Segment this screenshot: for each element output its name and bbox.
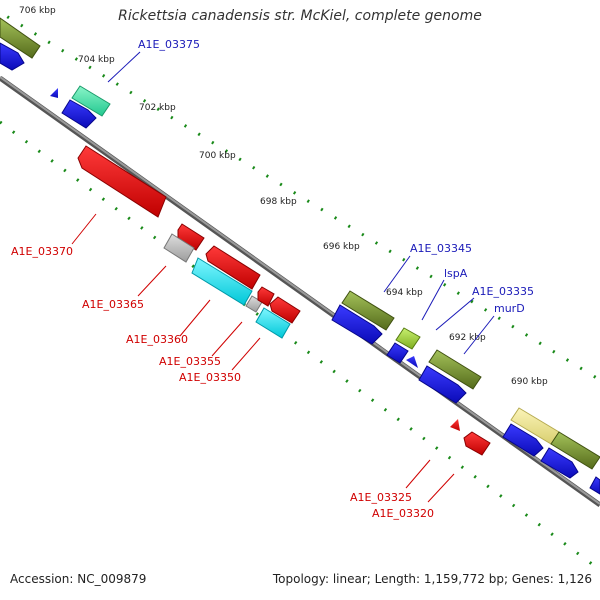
topology-summary: Topology: linear; Length: 1,159,772 bp; …	[272, 572, 592, 586]
gene-label[interactable]: A1E_03355	[159, 355, 221, 368]
gene-label[interactable]: A1E_03370	[11, 245, 73, 258]
tick-label-704: 704 kbp	[78, 55, 115, 65]
blue-cds-arrow[interactable]	[589, 476, 600, 495]
tick-label-696: 696 kbp	[323, 242, 360, 252]
gene-label[interactable]: A1E_03375	[138, 38, 200, 51]
cyan-feature[interactable]	[191, 257, 253, 306]
blue-cds-arrow[interactable]	[406, 356, 418, 368]
red-cds-arrow[interactable]	[77, 145, 167, 218]
gene-label[interactable]: A1E_03335	[472, 285, 534, 298]
blue-cds-arrow[interactable]	[50, 88, 58, 98]
reverse-cds	[77, 145, 491, 456]
scale-ticks: 706 kbp 704 kbp 702 kbp 700 kbp 698 kbp …	[19, 6, 548, 387]
gene-label[interactable]: A1E_03320	[372, 507, 434, 520]
leader-lines	[71, 51, 495, 503]
gene-label[interactable]: lspA	[444, 267, 468, 280]
dotted-track-lower	[0, 120, 600, 572]
blue-cds-arrow[interactable]	[386, 342, 409, 364]
accession-label: Accession: NC_009879	[10, 572, 147, 586]
olive-feature[interactable]	[550, 431, 600, 470]
olive-feature[interactable]	[341, 290, 395, 331]
forward-cds	[0, 42, 600, 495]
cyan-feature[interactable]	[255, 307, 291, 339]
tick-label-702: 702 kbp	[139, 103, 176, 113]
red-cds-arrow[interactable]	[257, 286, 275, 307]
tick-label-706: 706 kbp	[19, 6, 56, 16]
aquamarine-feature[interactable]	[71, 85, 111, 117]
tick-label-694: 694 kbp	[386, 288, 423, 298]
blue-cds-arrow[interactable]	[540, 447, 579, 479]
gene-label[interactable]: A1E_03325	[350, 491, 412, 504]
gray-feature[interactable]	[163, 233, 195, 263]
tick-label-700: 700 kbp	[199, 151, 236, 161]
gene-label[interactable]: murD	[494, 302, 525, 315]
blue-cds-arrow[interactable]	[331, 304, 383, 345]
gene-label[interactable]: A1E_03345	[410, 242, 472, 255]
tick-label-690: 690 kbp	[511, 377, 548, 387]
olive-feature[interactable]	[428, 349, 482, 390]
map-title: Rickettsia canadensis str. McKiel, compl…	[118, 8, 482, 24]
blue-cds-arrow[interactable]	[502, 423, 544, 457]
red-cds-arrow[interactable]	[463, 431, 491, 456]
blue-cds-arrow[interactable]	[61, 99, 97, 129]
blue-cds-arrow[interactable]	[418, 365, 467, 404]
gene-label[interactable]: A1E_03360	[126, 333, 188, 346]
tick-label-692: 692 kbp	[449, 333, 486, 343]
tick-label-698: 698 kbp	[260, 197, 297, 207]
gene-label[interactable]: A1E_03365	[82, 298, 144, 311]
gene-labels: A1E_03375 A1E_03370 A1E_03365 A1E_03360 …	[11, 38, 534, 520]
gene-label[interactable]: A1E_03350	[179, 371, 241, 384]
upper-strand-features	[0, 17, 600, 470]
red-cds-arrow[interactable]	[205, 245, 261, 290]
red-cds-arrow[interactable]	[269, 296, 301, 324]
red-cds-arrow[interactable]	[450, 419, 460, 431]
olive-feature[interactable]	[0, 17, 41, 59]
lime-feature[interactable]	[395, 327, 421, 350]
genome-backbone	[0, 75, 600, 508]
blue-cds-arrow[interactable]	[0, 42, 25, 71]
